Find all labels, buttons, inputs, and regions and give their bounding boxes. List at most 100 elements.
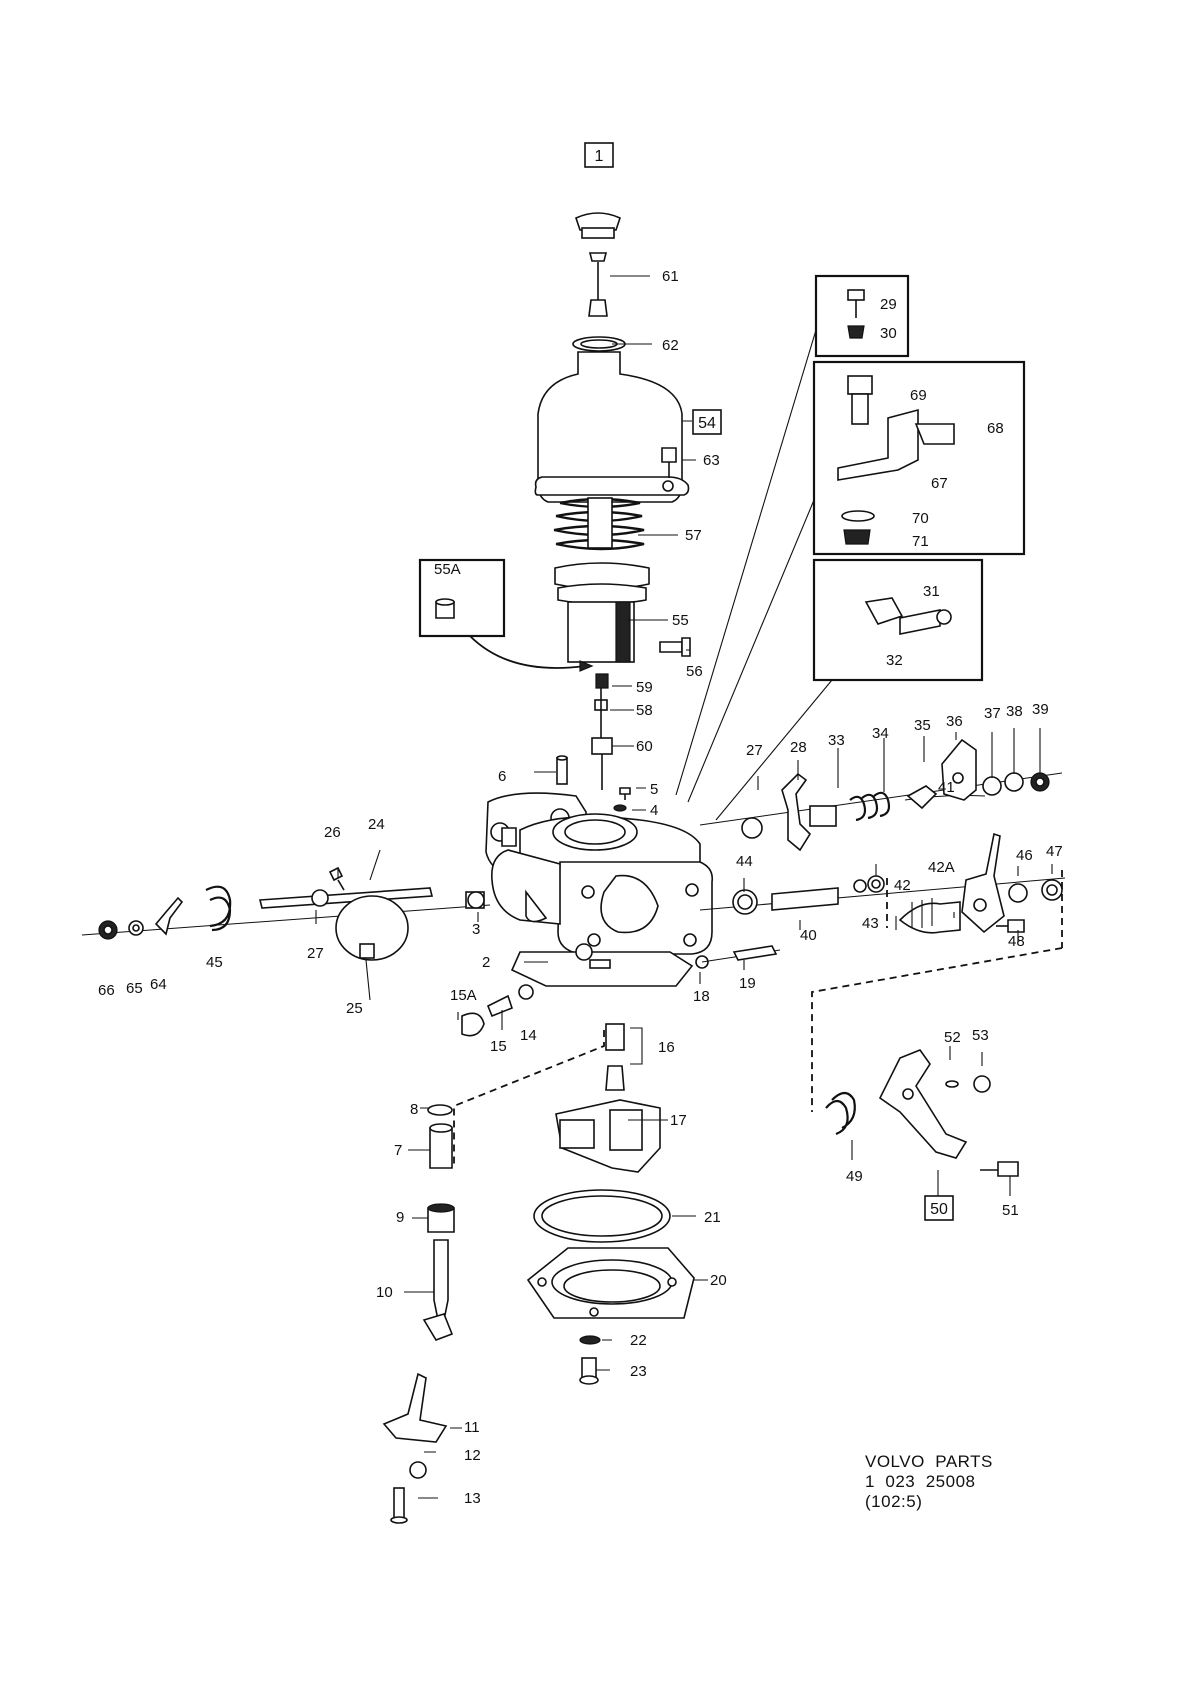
label-39: 39 <box>1032 701 1049 718</box>
label-49: 49 <box>846 1168 863 1185</box>
label-42a: 42A <box>928 859 955 876</box>
label-36: 36 <box>946 713 963 730</box>
main-reference-box: 1 <box>584 142 614 168</box>
suction-chamber-cover <box>534 351 690 503</box>
piston <box>554 562 650 663</box>
label-23: 23 <box>630 1363 647 1380</box>
spring-45 <box>205 885 232 932</box>
label-53: 53 <box>972 1027 989 1044</box>
dashpot-cap <box>575 212 621 317</box>
label-31: 31 <box>923 583 940 600</box>
label-20: 20 <box>710 1272 727 1289</box>
label-58: 58 <box>636 702 653 719</box>
inset-67-71 <box>812 360 1026 556</box>
label-32: 32 <box>886 652 903 669</box>
label-44: 44 <box>736 853 753 870</box>
label-64: 64 <box>150 976 167 993</box>
lever-assembly <box>811 947 1063 1221</box>
label-50: 50 <box>930 1201 948 1218</box>
catalogue-reference: VOLVO PARTS 1 023 25008 (102:5) <box>865 1452 993 1512</box>
label-15a: 15A <box>450 987 477 1004</box>
label-9: 9 <box>396 1209 404 1226</box>
label-56: 56 <box>686 663 703 680</box>
label-61: 61 <box>662 268 679 285</box>
label-48: 48 <box>1008 933 1025 950</box>
label-13: 13 <box>464 1490 481 1507</box>
washer-65 <box>128 920 144 936</box>
label-45: 45 <box>206 954 223 971</box>
label-37: 37 <box>984 705 1001 722</box>
label-52: 52 <box>944 1029 961 1046</box>
screw-6 <box>556 755 568 785</box>
leader-lines <box>315 275 1053 1499</box>
label-55: 55 <box>672 612 689 629</box>
screw-5 <box>619 787 631 800</box>
label-21: 21 <box>704 1209 721 1226</box>
label-63: 63 <box>703 452 720 469</box>
label-68: 68 <box>987 420 1004 437</box>
label-27-right: 27 <box>746 742 763 759</box>
label-27-left: 27 <box>307 945 324 962</box>
inset-29-30 <box>814 274 910 358</box>
main-reference-number: 1 <box>595 148 604 165</box>
linkage-upper-right <box>699 738 1063 852</box>
piston-spring <box>553 497 645 551</box>
throttle-disc <box>335 895 409 961</box>
label-12: 12 <box>464 1447 481 1464</box>
label-10: 10 <box>376 1284 393 1301</box>
label-14: 14 <box>520 1027 537 1044</box>
lever-42a <box>961 832 1005 934</box>
carburettor-body <box>485 792 714 987</box>
jet-adjuster-18-19 <box>695 945 781 969</box>
label-59: 59 <box>636 679 653 696</box>
label-15: 15 <box>490 1038 507 1055</box>
label-41: 41 <box>938 779 955 796</box>
spring-42 <box>898 898 961 934</box>
throttle-shaft-left <box>81 887 491 936</box>
label-6: 6 <box>498 768 506 785</box>
label-60: 60 <box>636 738 653 755</box>
label-65: 65 <box>126 980 143 997</box>
inset-55a <box>418 558 594 672</box>
label-47: 47 <box>1046 843 1063 860</box>
needle-assembly <box>591 673 613 790</box>
label-34: 34 <box>872 725 889 742</box>
label-28: 28 <box>790 739 807 756</box>
label-54: 54 <box>698 415 716 432</box>
label-26: 26 <box>324 824 341 841</box>
label-46: 46 <box>1016 847 1033 864</box>
jet-column <box>382 1104 455 1524</box>
section-code-line: (102:5) <box>865 1492 923 1511</box>
idle-screw-14-15 <box>461 984 534 1037</box>
label-43: 43 <box>862 915 879 932</box>
screw-48 <box>996 919 1025 933</box>
label-5: 5 <box>650 781 658 798</box>
label-4: 4 <box>650 802 658 819</box>
label-42: 42 <box>894 877 911 894</box>
screw-26 <box>328 866 345 891</box>
part-number-line: 1 023 25008 <box>865 1472 976 1491</box>
float-chamber-20 <box>526 1247 695 1319</box>
screw-23 <box>579 1357 599 1385</box>
washer-22 <box>579 1335 601 1345</box>
label-29: 29 <box>880 296 897 313</box>
float-valve-16 <box>605 1023 643 1091</box>
label-3: 3 <box>472 921 480 938</box>
label-71: 71 <box>912 533 929 550</box>
float-17 <box>555 1099 661 1173</box>
label-40: 40 <box>800 927 817 944</box>
brand-line: VOLVO PARTS <box>865 1452 993 1471</box>
label-38: 38 <box>1006 703 1023 720</box>
label-7: 7 <box>394 1142 402 1159</box>
nut-66 <box>98 920 118 940</box>
label-33: 33 <box>828 732 845 749</box>
label-22: 22 <box>630 1332 647 1349</box>
label-25: 25 <box>346 1000 363 1017</box>
label-16: 16 <box>658 1039 675 1056</box>
label-18: 18 <box>693 988 710 1005</box>
label-57: 57 <box>685 527 702 544</box>
spindle-right <box>699 875 1066 915</box>
inset-31-32 <box>812 558 984 682</box>
label-51: 51 <box>1002 1202 1019 1219</box>
label-55a: 55A <box>434 561 461 578</box>
